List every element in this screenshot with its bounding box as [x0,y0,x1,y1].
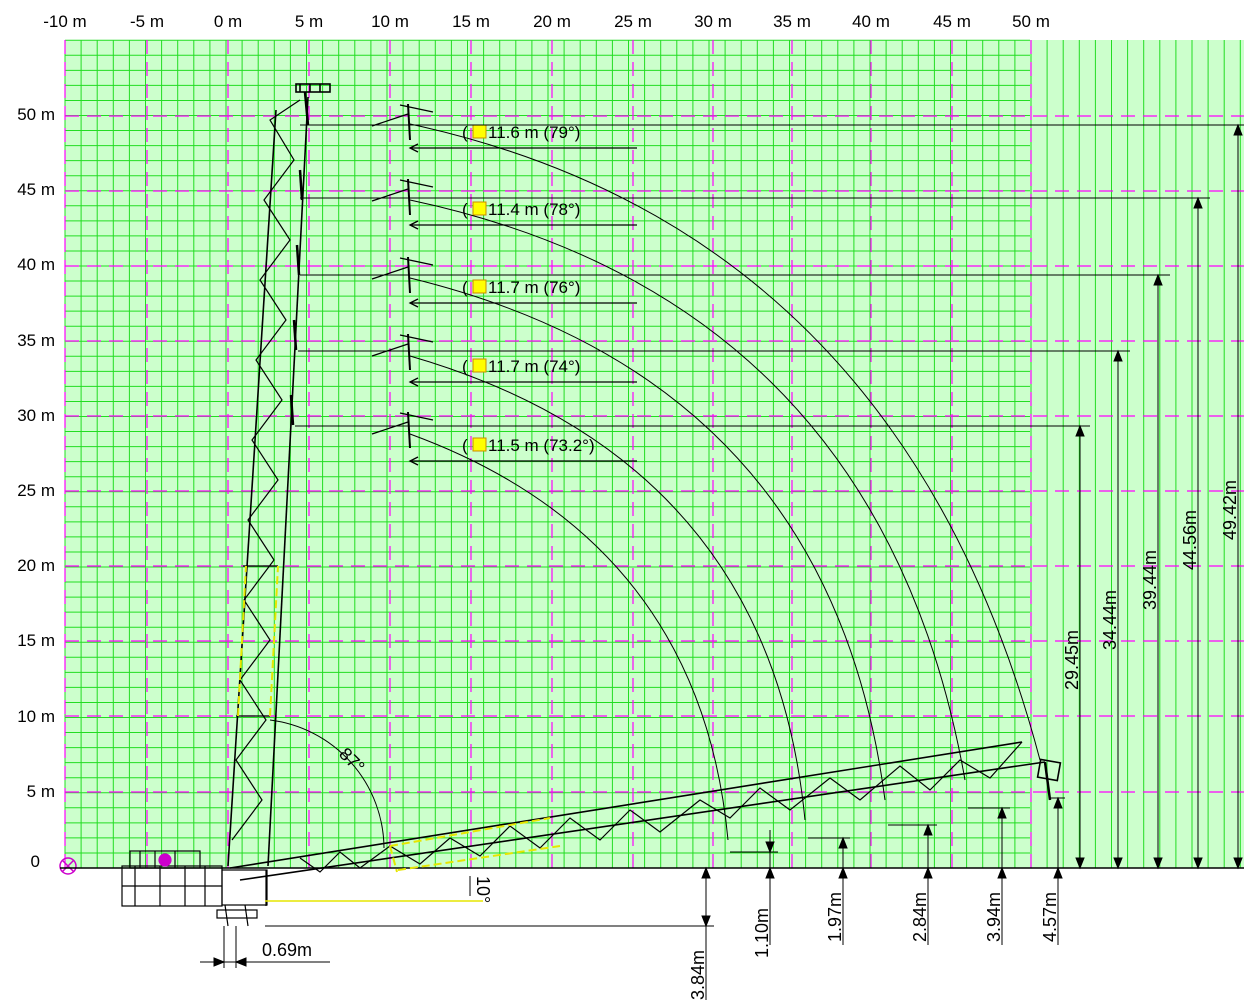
highlight-box-icon [472,437,487,452]
tip-labels: ( 11.6 m (79°) ( 11.4 m (78°) ( 11.7 m (… [462,123,595,455]
height-reference-lines [295,124,1244,427]
swing-arc [409,199,966,781]
svg-text:(: ( [462,357,468,376]
svg-text:11.7 m (74°): 11.7 m (74°) [488,357,580,376]
x-axis-label: -10 m [43,12,86,31]
swing-arc [409,277,886,801]
hook-height-label: 3.94m [984,892,1004,942]
svg-text:11.7 m (76°): 11.7 m (76°) [488,278,580,297]
tip-label-3: ( 11.7 m (76°) [462,278,580,297]
svg-text:(: ( [462,436,468,455]
x-axis-label: 45 m [933,12,971,31]
tip-label-5: ( 11.5 m (73.2°) [462,436,595,455]
y-axis-label: 35 m [17,331,55,350]
origin-marker-icon [59,857,77,875]
x-axis-label: 35 m [773,12,811,31]
y-axis-label: 15 m [17,631,55,650]
swing-arc [409,123,1041,761]
highlight-box-icon [472,201,487,216]
y-axis-label: 50 m [17,105,55,124]
tip-label-1: ( 11.6 m (79°) [462,123,580,142]
y-axis-label: 45 m [17,180,55,199]
height-label: 29.45m [1062,630,1082,690]
hook-height-label: 1.97m [825,892,845,942]
tip-position-5 [371,411,637,466]
svg-text:11.6 m (79°): 11.6 m (79°) [488,123,580,142]
svg-text:11.5 m (73.2°): 11.5 m (73.2°) [488,436,595,455]
svg-text:(: ( [462,123,468,142]
swing-arc [409,355,806,821]
x-axis-label: -5 m [130,12,164,31]
offset-label: 0.69m [262,940,312,960]
hook-height-label: 4.57m [1040,892,1060,942]
x-axis-label: 0 m [214,12,242,31]
tip-position-3 [371,256,637,308]
tip-positions [371,103,637,466]
vertical-boom [227,83,331,867]
vertical-angle-arc [269,719,385,849]
grid-minor-lines [64,39,1241,869]
tip-label-2: ( 11.4 m (78°) [462,200,580,219]
hook-height-label: 1.10m [752,908,772,958]
y-axis-label: 40 m [17,255,55,274]
y-axis-label: 30 m [17,406,55,425]
highlight-box-icon [472,358,487,373]
tip-position-2 [371,178,637,230]
tip-label-4: ( 11.7 m (74°) [462,357,580,376]
highlight-box-icon [472,279,487,294]
tip-position-1 [371,103,637,153]
x-axis-label: 20 m [533,12,571,31]
x-axis-labels: -10 m -5 m 0 m 5 m 10 m 15 m 20 m 25 m 3… [43,12,1050,31]
hook-height-dimensions [265,796,1065,1000]
height-label: 34.44m [1100,590,1120,650]
below-ground-label: 3.84m [688,950,708,1000]
hook-height-label: 2.84m [910,892,930,942]
height-label: 44.56m [1180,510,1200,570]
x-axis-label: 40 m [852,12,890,31]
crane-base [121,850,268,927]
x-axis-label: 30 m [694,12,732,31]
height-dimensions [1075,123,1243,870]
x-axis-label: 25 m [614,12,652,31]
svg-text:(: ( [462,278,468,297]
x-axis-label: 10 m [371,12,409,31]
y-axis-labels: 0 5 m 10 m 15 m 20 m 25 m 30 m 35 m 40 m… [17,105,55,871]
height-label: 39.44m [1140,550,1160,610]
swing-arcs [409,123,1041,841]
y-axis-label: 20 m [17,556,55,575]
y-axis-label: 10 m [17,707,55,726]
svg-text:(: ( [462,200,468,219]
swing-arc [409,433,729,841]
highlight-box-icon [472,124,487,139]
x-axis-label: 50 m [1012,12,1050,31]
svg-text:11.4 m (78°): 11.4 m (78°) [488,200,580,219]
offset-dimension [200,926,330,968]
y-axis-label: 25 m [17,481,55,500]
height-label: 49.42m [1220,480,1240,540]
x-axis-label: 5 m [295,12,323,31]
tip-position-4 [371,333,637,387]
grid-major-lines [64,40,1244,868]
y-axis-label: 0 [31,852,40,871]
horizontal-angle-label: 10° [473,876,493,903]
y-axis-label: 5 m [27,782,55,801]
x-axis-label: 15 m [452,12,490,31]
horizontal-boom [229,741,1062,881]
